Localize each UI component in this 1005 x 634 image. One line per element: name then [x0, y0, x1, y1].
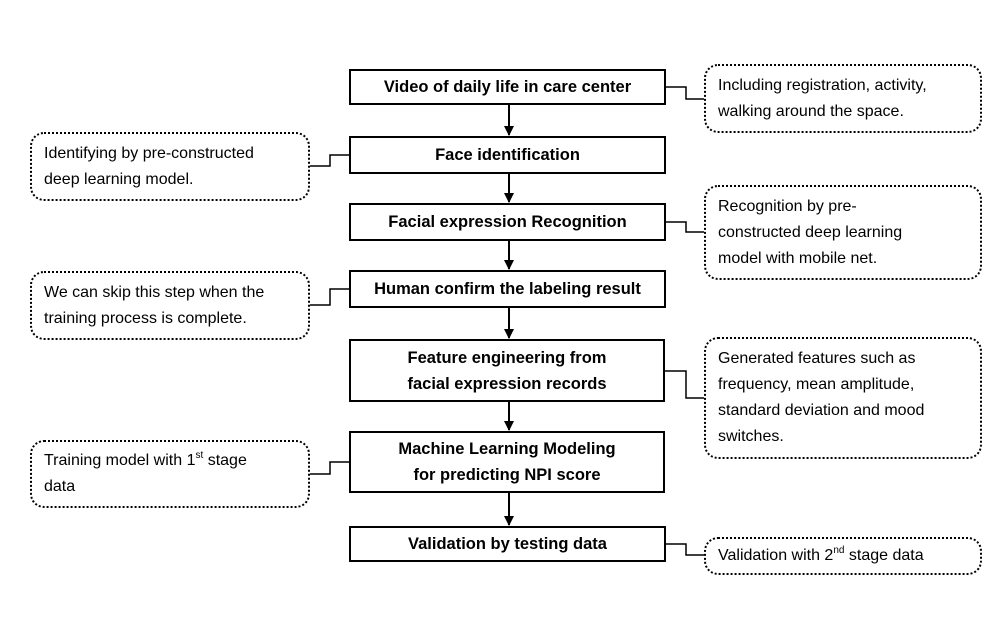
step-label: Video of daily life in care center [383, 78, 632, 96]
note-line-2: training process is complete. [44, 309, 247, 327]
note-line-1: Validation with 2nd stage data [718, 543, 968, 569]
note-generated-features: Generated features such as frequency, me… [704, 337, 982, 459]
step-label: Validation by testing data [408, 535, 607, 553]
note-line-2: data [44, 478, 76, 495]
note-line-2: walking around the space. [718, 102, 904, 120]
note-line-1: We can skip this step when the [44, 283, 265, 301]
note-line-3: model with mobile net. [718, 249, 878, 267]
connector-note-2 [310, 154, 349, 167]
step-label-line-1: Machine Learning Modeling [398, 440, 616, 458]
connector-note-7 [666, 543, 704, 556]
step-label-line-1: Feature engineering from [407, 348, 607, 367]
note-text: stage [203, 452, 247, 469]
note-text: stage data [844, 547, 924, 564]
note-line-1: Recognition by pre- [718, 197, 857, 215]
connector-note-1 [666, 86, 704, 100]
note-text: Validation with 2 [718, 547, 834, 564]
connector-note-4 [310, 288, 349, 306]
note-skip-step: We can skip this step when the training … [30, 271, 310, 340]
note-line-2: deep learning model. [44, 170, 194, 188]
note-line-2: frequency, mean amplitude, [718, 376, 915, 393]
connector-note-3 [666, 221, 704, 233]
note-recognition-mobile-net: Recognition by pre- constructed deep lea… [704, 185, 982, 280]
step-ml-modeling: Machine Learning Modeling for predicting… [349, 431, 665, 493]
step-feature-engineering: Feature engineering from facial expressi… [349, 339, 665, 402]
note-text: Training model with 1 [44, 452, 196, 469]
step-face-identification: Face identification [349, 136, 666, 174]
step-video-daily-life: Video of daily life in care center [349, 69, 666, 105]
step-label-line-2: facial expression records [407, 374, 607, 393]
step-label: Face identification [435, 146, 580, 164]
note-line-2: constructed deep learning [718, 223, 903, 241]
note-line-1: Generated features such as [718, 350, 916, 367]
note-identifying-pre-constructed: Identifying by pre-constructed deep lear… [30, 132, 310, 201]
note-training-model: Training model with 1st stage data [30, 440, 310, 508]
step-facial-expression-recognition: Facial expression Recognition [349, 203, 666, 241]
step-validation-testing: Validation by testing data [349, 526, 666, 562]
note-line-1: Training model with 1st stage [44, 448, 296, 474]
note-including-registration: Including registration, activity, walkin… [704, 64, 982, 133]
note-line-3: standard deviation and mood [718, 402, 925, 419]
step-human-confirm: Human confirm the labeling result [349, 270, 666, 308]
connector-note-5 [665, 370, 704, 399]
note-line-1: Identifying by pre-constructed [44, 144, 254, 162]
note-validation-2nd-stage: Validation with 2nd stage data [704, 537, 982, 575]
ordinal-superscript: st [195, 449, 204, 461]
step-label-line-2: for predicting NPI score [413, 466, 601, 484]
ordinal-superscript: nd [833, 544, 845, 556]
step-label: Human confirm the labeling result [374, 280, 641, 298]
step-label: Facial expression Recognition [388, 213, 627, 231]
connector-note-6 [310, 461, 349, 475]
note-line-4: switches. [718, 428, 784, 445]
note-line-1: Including registration, activity, [718, 76, 927, 94]
